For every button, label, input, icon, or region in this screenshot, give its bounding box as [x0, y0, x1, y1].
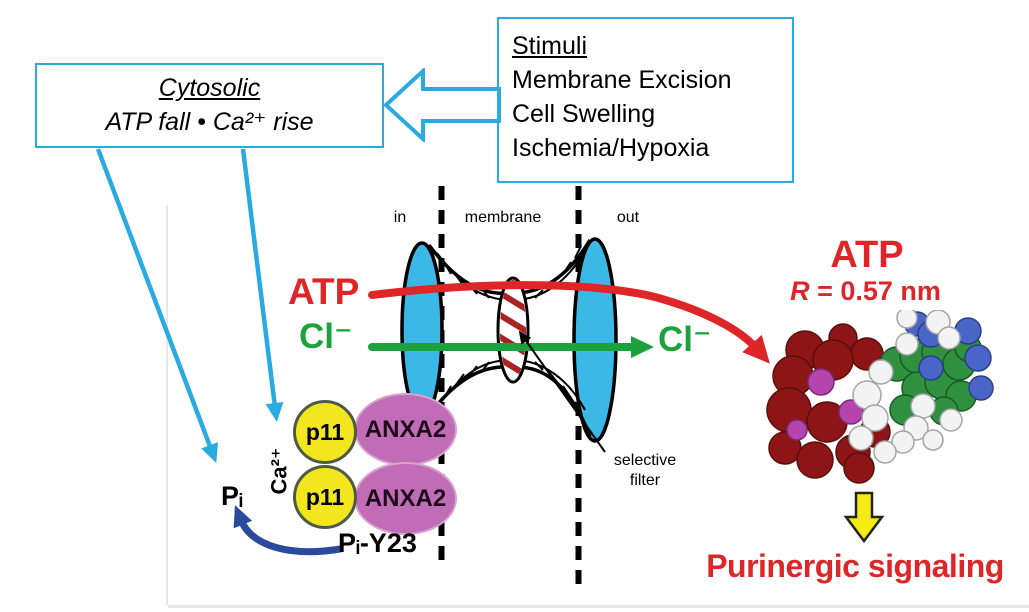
yellow-down-arrow: [843, 491, 885, 544]
anxa2-top-label: ANXA2: [364, 416, 447, 443]
cl-in-label: Cl⁻: [299, 317, 353, 356]
atp-in-label: ATP: [288, 271, 360, 312]
cytosolic-callout-box: Cytosolic ATP fall • Ca²⁺ rise: [35, 63, 384, 148]
p11-protein-bottom: p11: [293, 465, 357, 529]
stimuli-to-cytosolic-arrow: [383, 68, 501, 142]
out-label: out: [616, 209, 640, 226]
atp-molecule-spheres: [766, 310, 994, 484]
cl-out-label: Cl⁻: [658, 320, 712, 359]
p11-bottom-label: p11: [305, 484, 345, 510]
down-arrow-icon: [843, 491, 885, 544]
stimuli-item: Ischemia/Hypoxia: [512, 134, 710, 162]
pore-mouth-in: [400, 241, 444, 419]
anxa2-protein-bottom: ANXA2: [354, 462, 457, 535]
purinergic-signaling-label: Purinergic signaling: [706, 548, 1004, 584]
selective-filter-caption-line2: filter: [629, 472, 661, 489]
calcium-label: Ca²⁺: [266, 447, 292, 495]
atp-radius-label: R = 0.57 nm: [768, 276, 963, 307]
p11-protein-top: p11: [293, 400, 357, 464]
atp-product-title: ATP: [830, 234, 904, 276]
stimuli-item: Membrane Excision: [512, 66, 732, 94]
radius-value: = 0.57 nm: [809, 276, 941, 306]
cytosolic-subtitle: ATP fall • Ca²⁺ rise: [105, 108, 314, 136]
atp-molecule-model: [766, 310, 994, 484]
membrane-label: membrane: [464, 209, 542, 226]
p11-top-label: p11: [305, 419, 345, 445]
selective-filter-caption-line1: selective: [613, 452, 677, 469]
selective-filter-caption: selective filter: [595, 451, 695, 491]
left-block-arrow-icon: [383, 68, 501, 142]
anxa2-protein-top: ANXA2: [354, 393, 457, 466]
pi-label: Pᵢ: [221, 481, 243, 511]
stimuli-item: Cell Swelling: [512, 100, 656, 128]
cytosolic-title: Cytosolic: [158, 74, 261, 102]
stimuli-callout-box: Stimuli Membrane Excision Cell Swelling …: [497, 17, 794, 183]
pi-y23-label: Pᵢ-Y23: [338, 528, 417, 558]
radius-symbol: R: [790, 276, 810, 306]
figure-edge-bottom: [168, 605, 1029, 608]
stimuli-title: Stimuli: [512, 32, 588, 60]
anxa2-bottom-label: ANXA2: [364, 485, 447, 512]
in-label: in: [393, 209, 407, 226]
